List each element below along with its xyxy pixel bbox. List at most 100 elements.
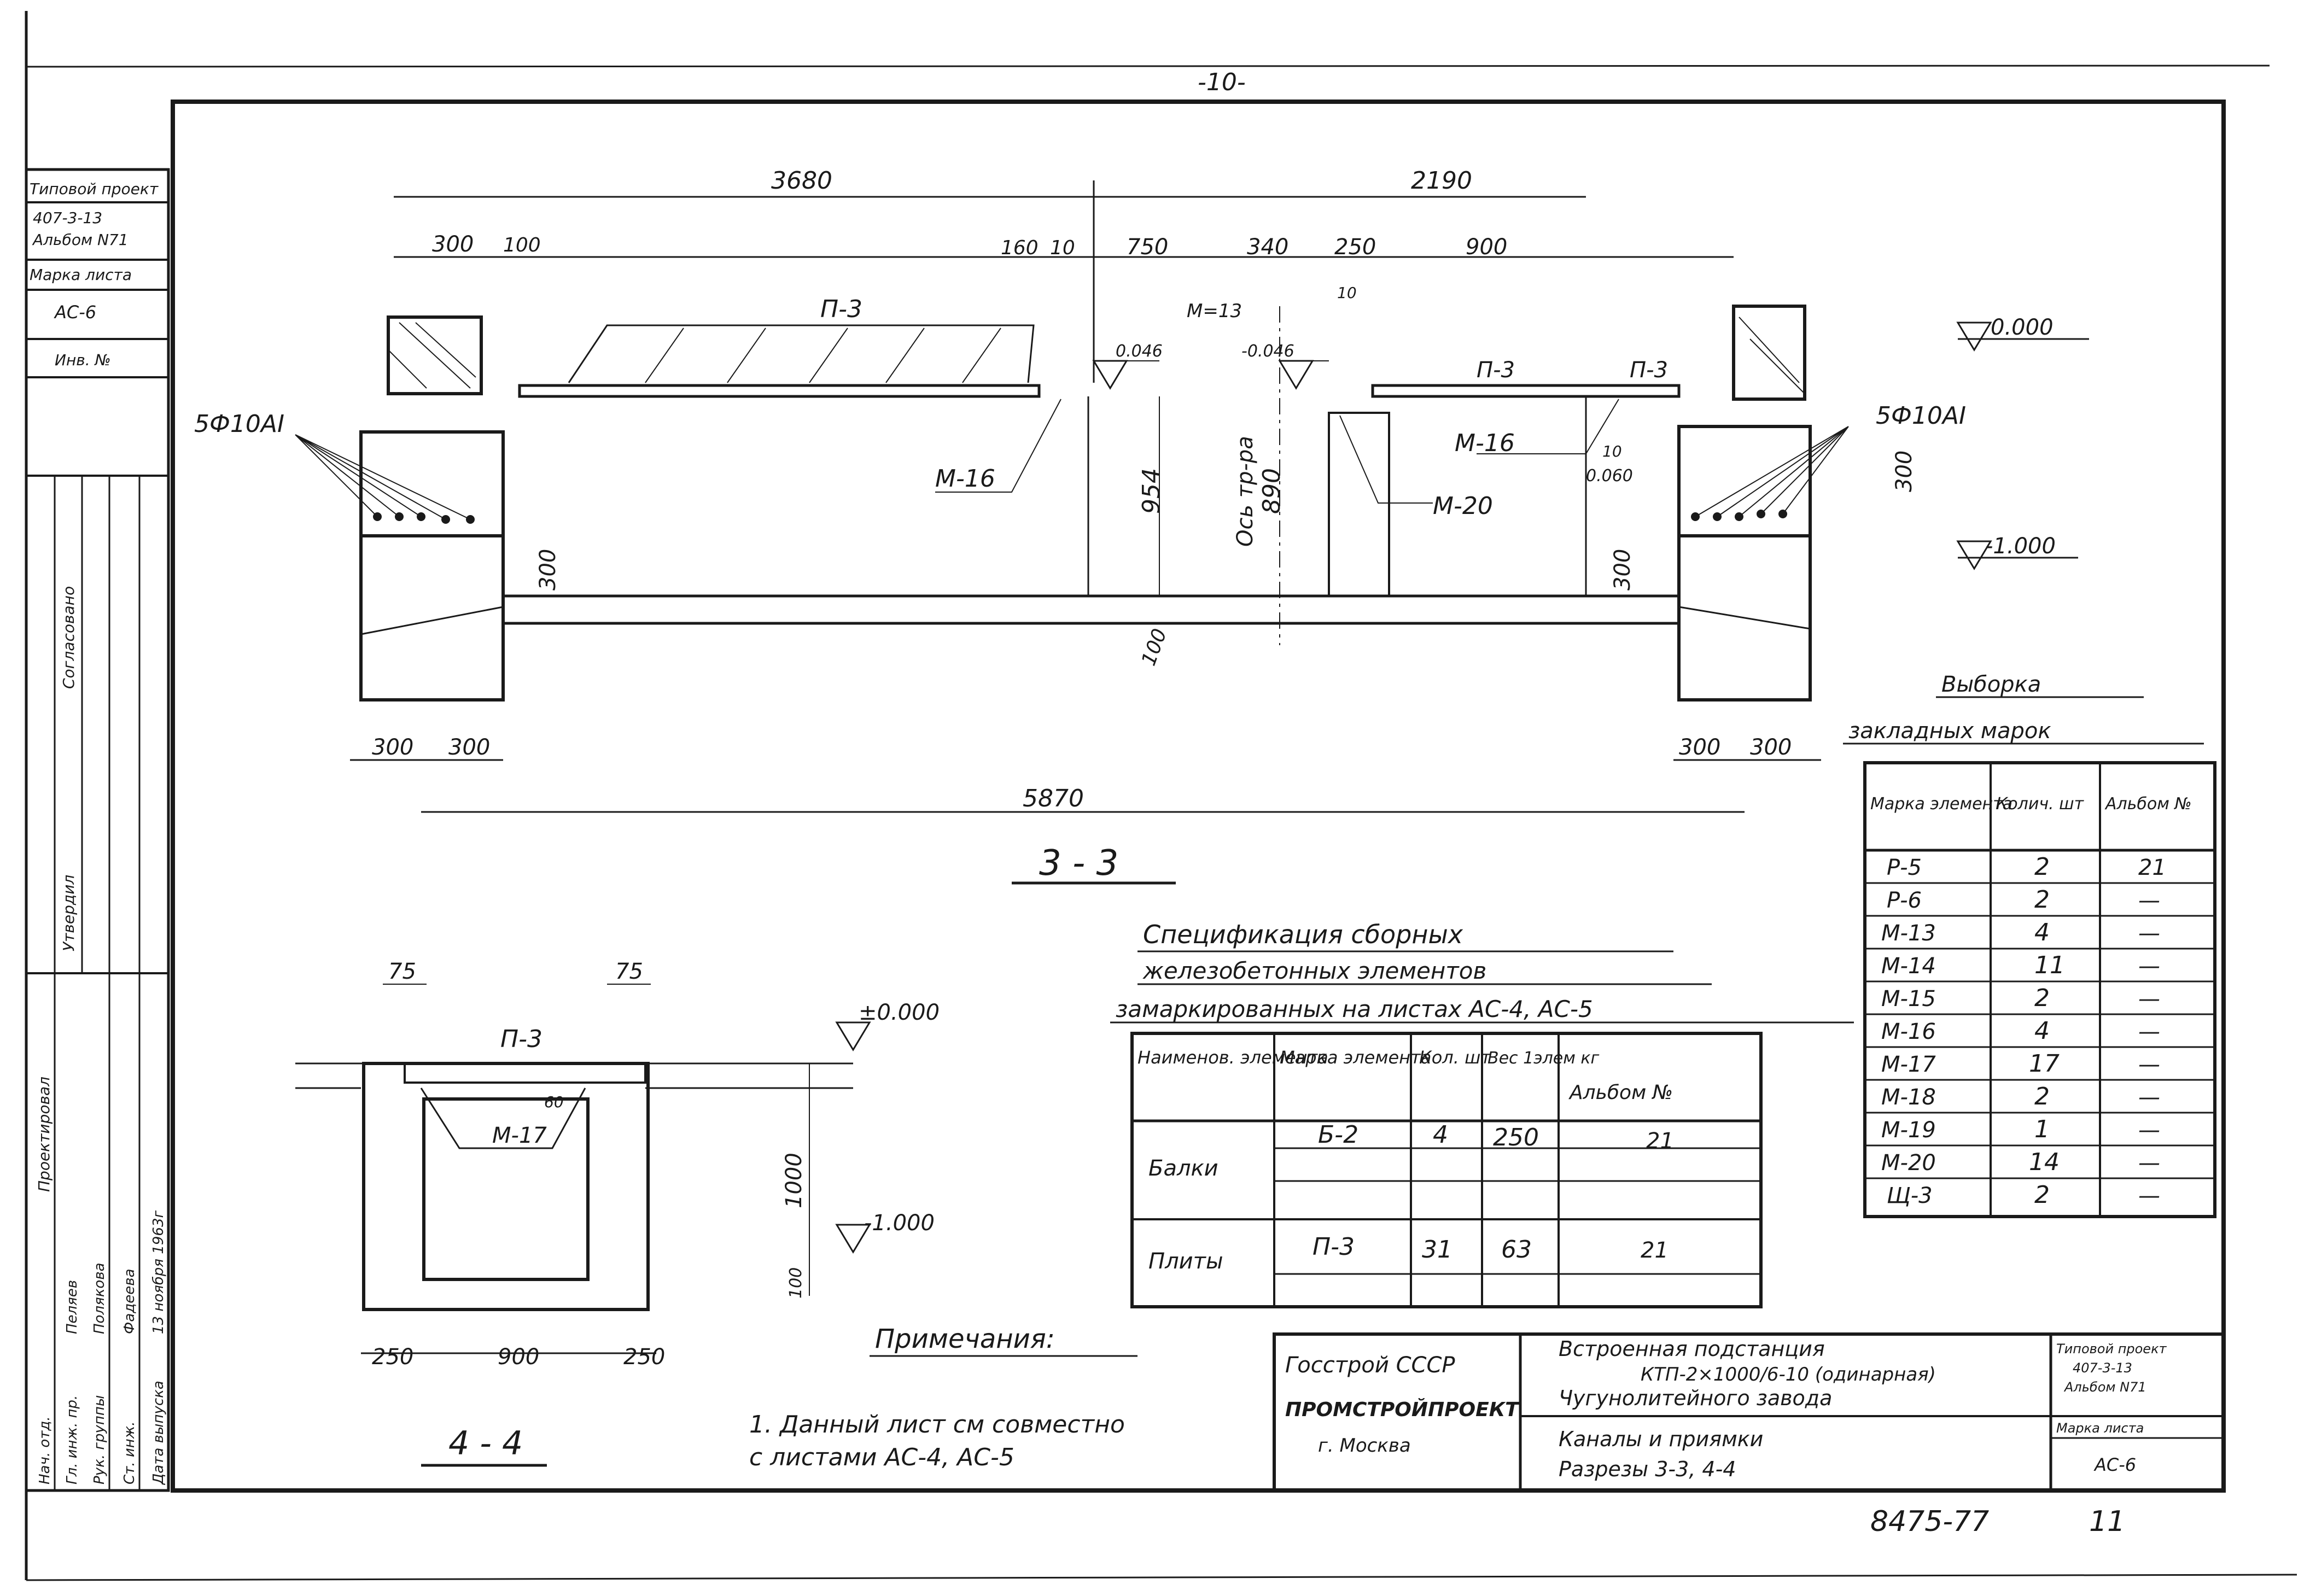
spec-header-name: Наименов. элемента (1138, 1047, 1328, 1068)
section-4-4: П-3 М-17 75 75 250 900 250 1000 100 60 ±… (295, 959, 940, 1467)
table-cell: 21 (2138, 855, 2166, 880)
dim-4-4-1000: 1000 (781, 1153, 807, 1208)
notes-line-2: с листами АС-4, АС-5 (749, 1443, 1014, 1471)
dim-upper-4: 10 (1050, 237, 1075, 259)
dim-4-4-250-left: 250 (372, 1344, 413, 1370)
dim-4-4-75-right: 75 (615, 959, 643, 984)
spec-row2-weight: 63 (1501, 1236, 1532, 1264)
channel-4-4-inner (422, 1097, 590, 1281)
table-cell: — (2138, 1019, 2160, 1044)
dim-upper-3: 160 (1001, 237, 1039, 259)
dim-4-4-250-right: 250 (623, 1344, 665, 1370)
elev-4-4-minus: -1.000 (864, 1211, 935, 1236)
table-cell: — (2138, 986, 2160, 1012)
table-cell: М-13 (1881, 921, 1936, 946)
table-cell: 2 (2034, 984, 2050, 1012)
ref-line-1: Типовой проект (2056, 1341, 2167, 1357)
elev-4-4-zero: ±0.000 (859, 1000, 940, 1025)
slab-right-label: П-3 (1477, 358, 1515, 383)
strip-middle-label: Согласовано (60, 586, 78, 689)
dim-4-4-900: 900 (498, 1344, 539, 1370)
dim-4-4-100: 100 (786, 1267, 806, 1299)
dim-upper-2: 100 (503, 234, 541, 256)
bottom-edge-line (26, 1574, 2297, 1581)
strip-role-3: Рук. группы (91, 1395, 108, 1484)
spec-row1-name: Балки (1148, 1156, 1218, 1181)
title-block: Госстрой СССР ПРОМСТРОЙПРОЕКТ г. Москва … (1273, 1332, 2225, 1492)
dim-v-300-right: 300 (1610, 549, 1635, 591)
spec-header-weight: Вес 1элем кг (1488, 1049, 1600, 1068)
strip-role-5: Дата выпуска (150, 1381, 167, 1485)
table-cell: — (2138, 1052, 2160, 1077)
project-line-3: Чугунолитейного завода (1559, 1386, 1832, 1410)
project-line-2: КТП-2×1000/6-10 (одинарная) (1641, 1364, 1936, 1385)
table-cell: М-16 (1881, 1019, 1936, 1044)
embedded-parts-table: Выборка закладных марок Марка элемента К… (1843, 672, 2216, 1218)
spec-title-1: Спецификация сборных (1143, 920, 1463, 949)
right-wall-block (1732, 305, 1806, 401)
ref-line-3: Альбом N71 (2063, 1379, 2146, 1395)
table-cell: Щ-3 (1887, 1183, 1933, 1208)
table-cell: М-14 (1881, 954, 1936, 979)
strip-project-label: Типовой проект (30, 180, 159, 198)
dim-v-300-far: 300 (1892, 451, 1917, 492)
strip-mark-value: АС-6 (54, 302, 96, 323)
axis-label: Ось тр-ра (1233, 436, 1258, 547)
table-cell: — (2138, 1183, 2160, 1208)
ref-line-2: 407-3-13 (2073, 1360, 2132, 1376)
table-cell: 14 (2029, 1148, 2060, 1176)
slab-left-label: П-3 (820, 295, 862, 323)
left-wall-block (387, 315, 483, 395)
dim-4-4-60: 60 (544, 1093, 564, 1111)
elev-minus-one: -1.000 (1985, 534, 2056, 559)
table-cell: М-19 (1881, 1118, 1936, 1143)
table-cell: 17 (2029, 1050, 2060, 1078)
table-cell: 2 (2034, 1083, 2050, 1110)
table-cell: — (2138, 954, 2160, 979)
slab-left (518, 384, 1041, 398)
notes-line-1: 1. Данный лист см совместно (749, 1411, 1125, 1439)
slab-4-4-label: П-3 (500, 1025, 542, 1053)
embedded-title-2: закладных марок (1848, 718, 2051, 744)
strip-inventory-label: Инв. № (55, 351, 111, 369)
slab-right-label-2: П-3 (1630, 358, 1668, 383)
spec-header-qty: Кол. шт (1419, 1047, 1491, 1068)
archive-number: 8475-77 (1870, 1505, 1989, 1538)
right-foundation (1677, 534, 1812, 701)
dim-upper-8: 900 (1466, 235, 1507, 260)
spec-row2-qty: 31 (1422, 1236, 1452, 1264)
section-3-3: 3680 2190 300 100 160 10 750 340 250 900… (194, 167, 2089, 885)
table-cell: — (2138, 1118, 2160, 1143)
table-cell: — (2138, 888, 2160, 913)
dim-upper-6: 340 (1247, 235, 1288, 260)
slab-right (1371, 384, 1681, 398)
dim-v-100: 100 (1138, 625, 1171, 669)
strip-name-5: 13 ноября 1963г (150, 1210, 167, 1334)
strip-project-number: 407-3-13 (33, 209, 102, 227)
strip-album-number: Альбом N71 (32, 231, 129, 249)
spec-row2-mark: П-3 (1312, 1233, 1355, 1261)
embedded-header-qty: Колич. шт (1996, 794, 2085, 814)
embedded-m16-right: М-16 (1455, 429, 1515, 457)
strip-role-1: Нач. отд. (37, 1416, 53, 1484)
strip-name-2: Пеляев (64, 1280, 80, 1334)
table-cell: М-20 (1881, 1150, 1936, 1176)
strip-name-3: Полякова (91, 1262, 108, 1334)
sheet-frame (171, 100, 2226, 1493)
strip-role-2: Гл. инж. пр. (64, 1395, 80, 1484)
spec-row2-album: 21 (1641, 1238, 1669, 1263)
elev-slab-mid: -0.046 (1241, 342, 1294, 361)
table-cell: М-15 (1881, 986, 1936, 1012)
dim-upper-7: 250 (1334, 235, 1376, 260)
strip-name-4: Фадеева (121, 1268, 138, 1334)
dim-v-10-b: 10 (1602, 442, 1622, 460)
spec-table: Спецификация сборных железобетонных элем… (1110, 920, 1854, 1308)
table-cell: 2 (2034, 853, 2050, 881)
table-cell: 11 (2034, 951, 2065, 979)
dim-bottom-1: 300 (372, 735, 413, 760)
mark-value: АС-6 (2093, 1454, 2136, 1475)
elev-right-small: 0.060 (1586, 466, 1633, 486)
dim-bottom-3: 300 (1679, 735, 1720, 760)
dim-upper-1: 300 (432, 232, 474, 257)
